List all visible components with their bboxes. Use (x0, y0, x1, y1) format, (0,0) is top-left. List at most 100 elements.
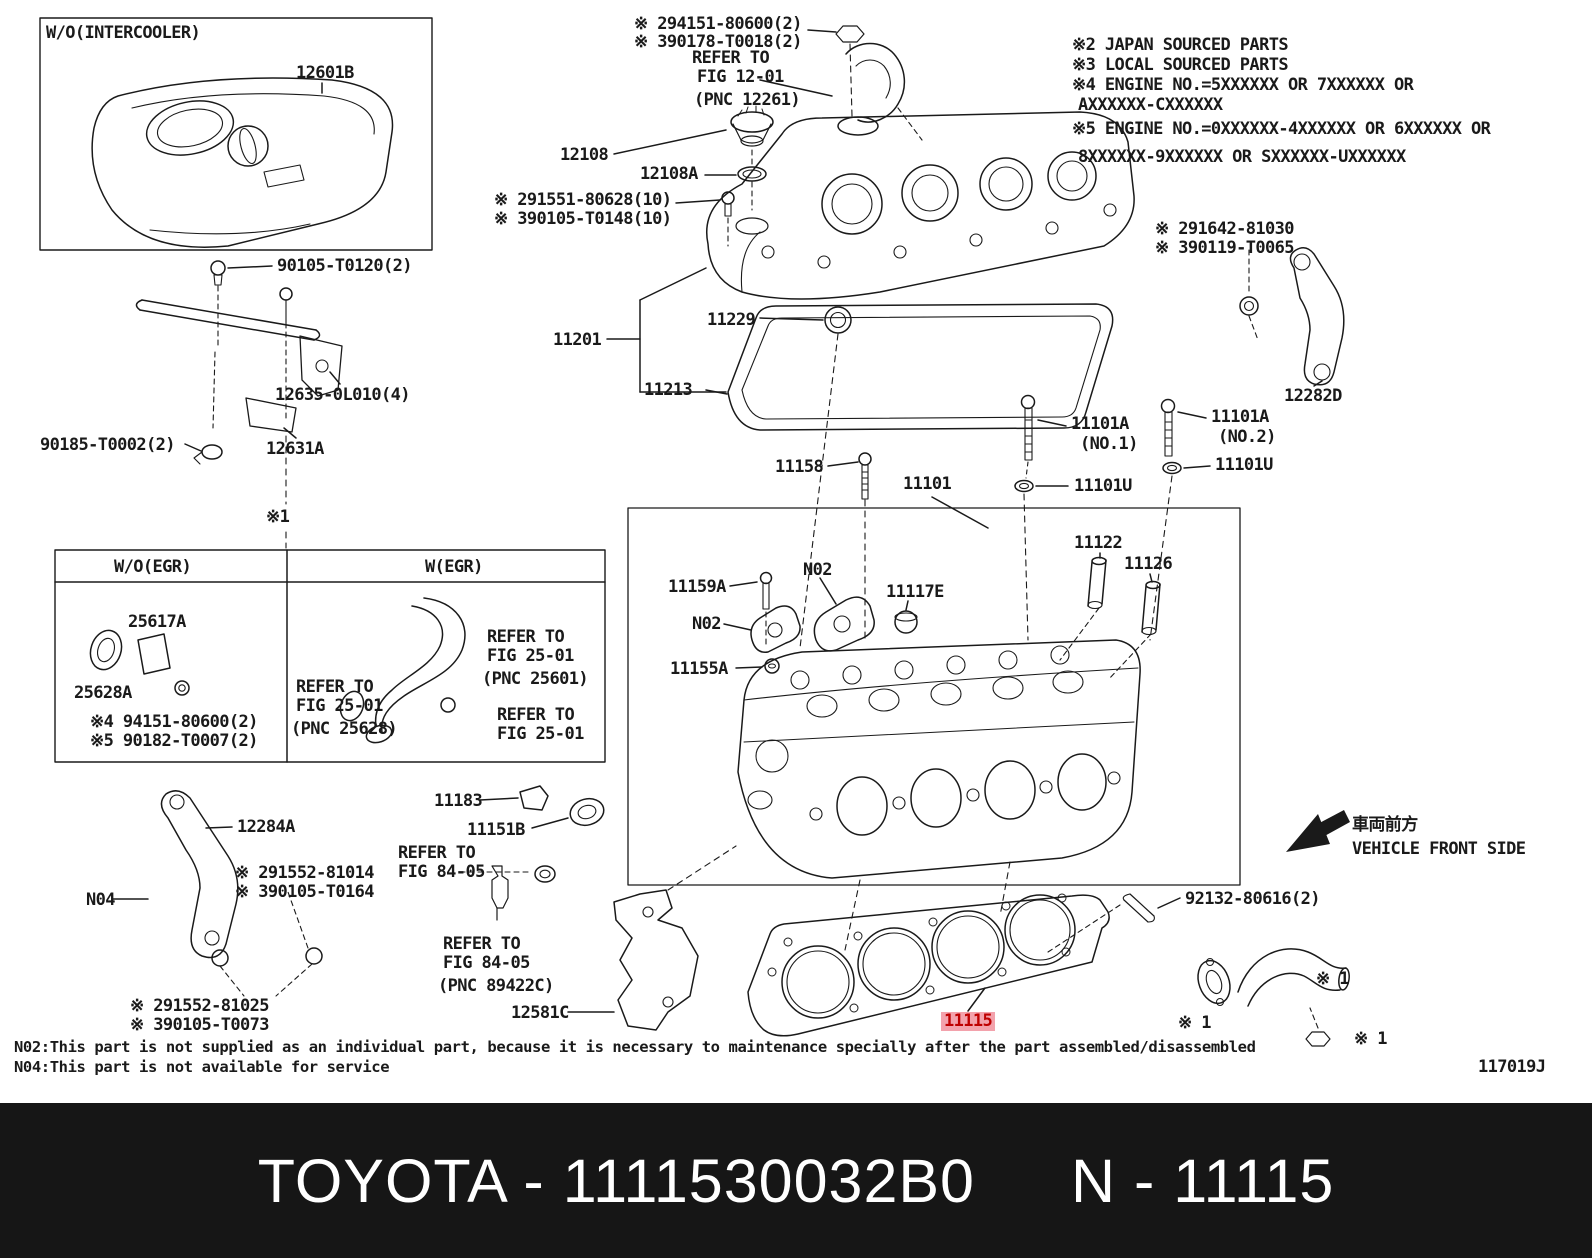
label-291552-81014: ※ 291552-81014 (235, 863, 375, 883)
valve-cover-drawing (706, 111, 1135, 300)
label-92132-80616: 92132-80616(2) (1185, 889, 1320, 909)
egr-table (54, 549, 606, 763)
label-11151B: 11151B (467, 820, 525, 840)
label-291552-81025: ※ 291552-81025 (130, 996, 270, 1016)
label-11101A-no1-sub: (NO.1) (1080, 434, 1138, 454)
label-11159A: 11159A (668, 577, 726, 597)
label-390105-T0148: ※ 390105-T0148(10) (494, 209, 672, 229)
refer-2501-a2: FIG 25-01 (296, 696, 383, 716)
label-11101: 11101 (903, 474, 952, 494)
label-N02-1: N02 (803, 560, 833, 580)
footer-part-code: N - 11115 (1070, 1146, 1335, 1215)
label-wo-intercooler: W/O(INTERCOOLER) (46, 23, 201, 43)
legend-engine5-b: 8XXXXXX-9XXXXXX OR SXXXXXX-UXXXXXX (1078, 147, 1406, 167)
label-12631A: 12631A (266, 439, 324, 459)
legend-engine5-a: ※5 ENGINE NO.=0XXXXXX-4XXXXXX OR 6XXXXXX… (1072, 119, 1491, 139)
label-12282D: 12282D (1284, 386, 1342, 406)
label-ref1-nut: ※ 1 (1354, 1029, 1388, 1049)
label-11101A-no1: 11101A (1071, 414, 1129, 434)
refer-2501-c2: FIG 25-01 (497, 724, 584, 744)
cylinder-head-drawing (737, 639, 1141, 879)
refer-2501-b1: REFER TO (487, 627, 565, 647)
bracket-12284A-drawing (111, 790, 323, 997)
stud-drawing (1047, 893, 1181, 953)
label-11183: 11183 (434, 791, 483, 811)
footer-part-number: TOYOTA - 1111530032B0 (257, 1146, 975, 1215)
label-11229: 11229 (707, 310, 756, 330)
label-11158: 11158 (775, 457, 824, 477)
label-11101A-no2: 11101A (1211, 407, 1269, 427)
catalog-footer-bar: TOYOTA - 1111530032B0 N - 11115 (0, 1103, 1592, 1258)
label-N04: N04 (86, 890, 116, 910)
label-11126: 11126 (1124, 554, 1173, 574)
plate-12581C-drawing (567, 845, 737, 1031)
filler-cap-drawing (613, 105, 774, 247)
note-n02: N02:This part is not supplied as an indi… (14, 1038, 1256, 1056)
refer-2501-b3: (PNC 25601) (482, 669, 589, 689)
refer-8405-b3: (PNC 89422C) (438, 976, 554, 996)
egr-parts-drawing (89, 597, 466, 744)
label-12108A: 12108A (640, 164, 698, 184)
label-ref1-hose-top: ※ 1 (1316, 969, 1350, 989)
label-11101U-2: 11101U (1215, 455, 1273, 475)
label-390119-T0065: ※ 390119-T0065 (1155, 238, 1295, 258)
doc-code: 117019J (1478, 1057, 1546, 1077)
label-12601B: 12601B (296, 63, 354, 83)
refer-8405-a2: FIG 84-05 (398, 862, 485, 882)
legend-engine4-b: AXXXXXX-CXXXXXX (1078, 95, 1223, 115)
label-90185-T0002: 90185-T0002(2) (40, 435, 175, 455)
head-gasket-drawing (747, 861, 1110, 1037)
refer-2501-a1: REFER TO (296, 677, 374, 697)
label-291551-80628: ※ 291551-80628(10) (494, 190, 672, 210)
refer-8405-b2: FIG 84-05 (443, 953, 530, 973)
label-294151-80600: ※ 294151-80600(2) (634, 14, 802, 34)
label-11122: 11122 (1074, 533, 1123, 553)
label-11117E: 11117E (886, 582, 944, 602)
label-ref-mark-1: ※1 (266, 507, 290, 527)
label-vehicle-front-jp: 車両前方 (1352, 815, 1418, 835)
label-11101U-1: 11101U (1074, 476, 1132, 496)
label-12284A: 12284A (237, 817, 295, 837)
label-12108: 12108 (560, 145, 609, 165)
bypass-hose-drawing (1197, 948, 1350, 1047)
vehicle-front-arrow (1286, 810, 1350, 852)
legend-japan-parts: ※2 JAPAN SOURCED PARTS (1072, 35, 1289, 55)
note-n04: N04:This part is not available for servi… (14, 1058, 390, 1076)
refer-2501-c1: REFER TO (497, 705, 575, 725)
label-11213: 11213 (644, 380, 693, 400)
label-vehicle-front-en: VEHICLE FRONT SIDE (1352, 839, 1526, 859)
egr-header-right: W(EGR) (425, 557, 483, 577)
label-90182-T0007: ※5 90182-T0007(2) (90, 731, 258, 751)
label-ref1-flange: ※ 1 (1178, 1013, 1212, 1033)
egr-header-left: W/O(EGR) (114, 557, 192, 577)
label-25617A: 25617A (128, 612, 186, 632)
refer-8405-b1: REFER TO (443, 934, 521, 954)
label-11155A: 11155A (670, 659, 728, 679)
refer-2501-a3: (PNC 25628) (291, 719, 398, 739)
valve-guides-drawing (1059, 552, 1161, 681)
engine-cover-drawing (91, 77, 394, 248)
label-25628A: 25628A (74, 683, 132, 703)
head-bolts-drawing (827, 394, 1211, 641)
cover-bracket-drawing (135, 260, 343, 549)
sensor-seal-drawing (459, 785, 605, 921)
intercooler-box (39, 17, 433, 251)
refer-1201-1: REFER TO (692, 48, 770, 68)
label-390105-T0164: ※ 390105-T0164 (235, 882, 375, 902)
label-12635-0L010: 12635-0L010(4) (275, 385, 410, 405)
label-11101A-no2-sub: (NO.2) (1218, 427, 1276, 447)
label-390105-T0073: ※ 390105-T0073 (130, 1015, 270, 1035)
label-291642-81030: ※ 291642-81030 (1155, 219, 1295, 239)
label-11201: 11201 (553, 330, 602, 350)
bracket-12282D-drawing (1239, 247, 1345, 387)
label-11115-highlight: 11115 (941, 1011, 996, 1032)
label-90105-T0120: 90105-T0120(2) (277, 256, 412, 276)
refer-2501-b2: FIG 25-01 (487, 646, 574, 666)
label-94151-80600: ※4 94151-80600(2) (90, 712, 258, 732)
cylinder-head-box (627, 507, 1241, 886)
label-N02-2: N02 (692, 614, 722, 634)
refer-1201-2: FIG 12-01 (697, 67, 784, 87)
cam-cap-drawing (723, 571, 918, 674)
